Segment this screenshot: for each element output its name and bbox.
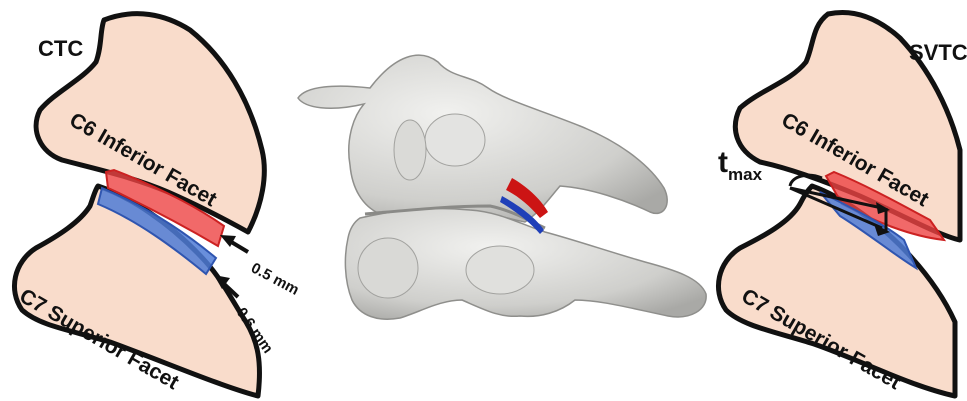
c7-lamina-detail — [466, 246, 534, 294]
tmax-main-letter: t — [718, 146, 728, 179]
c6-process-detail — [394, 120, 426, 180]
ctc-upper-thickness-arrow — [220, 235, 248, 252]
vertebrae-3d-model — [298, 55, 706, 319]
tmax-subscript: max — [728, 165, 763, 184]
svtc-title: SVTC — [909, 40, 967, 65]
ctc-panel: CTC C6 Inferior Facet C7 Superior Facet … — [14, 14, 301, 396]
ctc-title: CTC — [38, 36, 83, 61]
c6-lamina-detail — [425, 114, 485, 166]
ctc-upper-thickness-label: 0.5 mm — [248, 260, 302, 299]
svtc-panel: SVTC C6 Inferior Facet C7 Superior Facet… — [718, 12, 967, 396]
c7-body-detail — [358, 238, 418, 298]
